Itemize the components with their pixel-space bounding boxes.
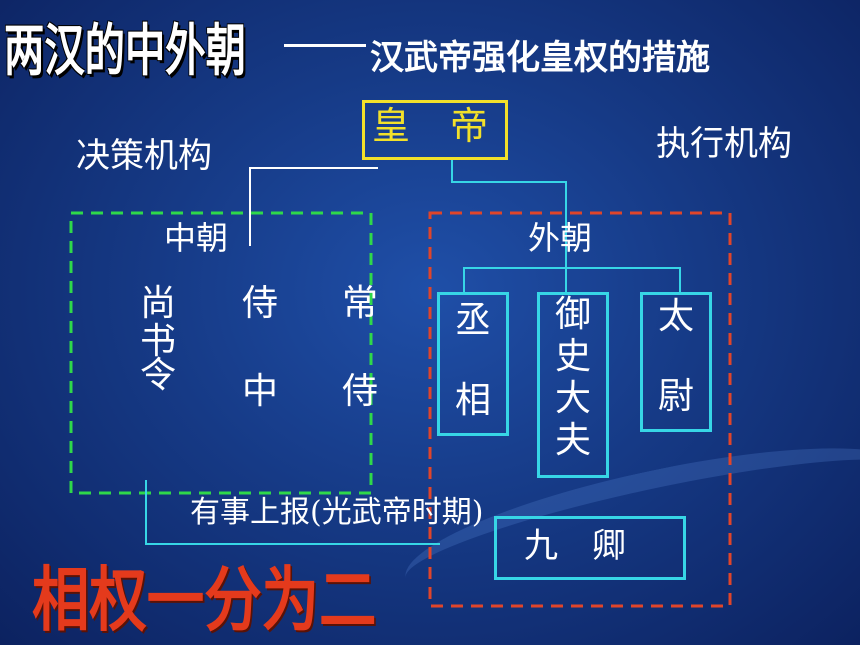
outer-court-label: 外朝 xyxy=(528,219,593,257)
char: 史 xyxy=(554,336,591,377)
char: 侍 xyxy=(341,371,378,412)
emperor-box xyxy=(362,100,508,160)
grand-commandant-label: 太 尉 xyxy=(656,296,696,418)
page-subtitle: 汉武帝强化皇权的措施 xyxy=(370,38,710,78)
inner-title-shangshuling: 尚 书 令 xyxy=(138,283,178,397)
execution-organ-label: 执行机构 xyxy=(656,124,792,164)
char: 侍 xyxy=(241,283,278,324)
emperor-to-outer-line xyxy=(451,160,567,292)
char: 御 xyxy=(554,294,591,335)
outer-branch-bar xyxy=(463,267,681,292)
page-title: 两汉的中外朝 xyxy=(4,19,246,84)
nine-ministers-label: 九 卿 xyxy=(524,526,626,566)
decision-organ-label: 决策机构 xyxy=(76,136,212,176)
char: 令 xyxy=(139,355,176,396)
report-note: 有事上报(光武帝时期) xyxy=(190,495,484,530)
char: 大 xyxy=(554,378,591,419)
emperor-to-inner-line xyxy=(249,167,378,246)
char: 中 xyxy=(241,371,278,412)
slogan: 相权一分为二 xyxy=(32,559,377,641)
imperial-secretary-box xyxy=(537,292,609,478)
emperor-label: 皇帝 xyxy=(372,104,529,148)
inner-court-dashed-box xyxy=(69,211,373,495)
inner-court-label: 中朝 xyxy=(164,219,229,257)
report-up-line xyxy=(145,480,440,545)
nine-ministers-box xyxy=(494,516,686,580)
char: 常 xyxy=(341,283,378,324)
grand-commandant-box xyxy=(640,292,712,432)
char: 尉 xyxy=(657,376,694,417)
char: 尚 xyxy=(139,283,176,324)
chancellor-box xyxy=(437,292,509,436)
char: 相 xyxy=(454,380,491,421)
title-dash xyxy=(284,44,366,47)
char: 夫 xyxy=(554,420,591,461)
char: 书 xyxy=(139,321,176,362)
inner-title-changshi: 常 侍 xyxy=(340,283,380,413)
chancellor-label: 丞 相 xyxy=(453,300,493,422)
outer-court-dashed-box xyxy=(428,211,732,608)
char: 丞 xyxy=(454,300,491,341)
imperial-secretary-label: 御 史 大 夫 xyxy=(553,294,593,462)
char: 太 xyxy=(657,296,694,337)
inner-title-shizhong: 侍 中 xyxy=(240,283,280,413)
